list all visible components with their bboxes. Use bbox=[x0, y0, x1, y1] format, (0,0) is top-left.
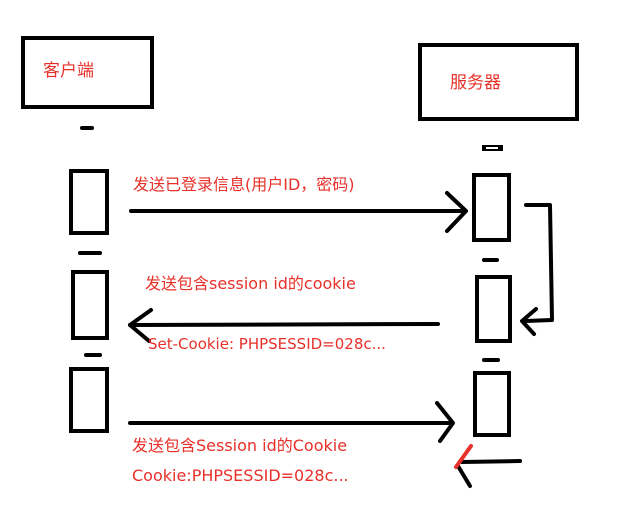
server-activation-3 bbox=[473, 371, 511, 437]
client-activation-3 bbox=[69, 367, 109, 433]
message-send-cookie-label: 发送包含Session id的Cookie bbox=[132, 436, 347, 455]
message-login-arrowhead bbox=[445, 191, 468, 233]
client-label: 客户端 bbox=[43, 61, 94, 81]
server-label: 服务器 bbox=[450, 73, 501, 93]
server-activation-1 bbox=[472, 173, 511, 242]
message-set-cookie: 发送包含session id的cookie Set-Cookie: PHPSES… bbox=[128, 274, 440, 353]
message-login: 发送已登录信息(用户ID，密码) bbox=[129, 175, 468, 233]
server-lifeline bbox=[482, 145, 503, 362]
client-lifeline bbox=[78, 126, 102, 357]
message-send-cookie-arrowhead bbox=[435, 401, 455, 443]
server-box bbox=[418, 43, 579, 121]
return-arrow bbox=[454, 444, 522, 488]
self-loop-arrowhead bbox=[520, 307, 538, 336]
server-activations bbox=[472, 173, 512, 437]
client-activation-1 bbox=[69, 169, 109, 235]
return-arrowhead-red-stroke bbox=[454, 444, 473, 469]
message-set-cookie-header: Set-Cookie: PHPSESSID=028c... bbox=[148, 335, 386, 353]
return-arrowhead-lower bbox=[456, 464, 472, 488]
client-box bbox=[21, 36, 154, 109]
self-loop-line bbox=[524, 203, 554, 323]
return-arrow-line bbox=[460, 459, 522, 464]
message-login-label: 发送已登录信息(用户ID，密码) bbox=[133, 175, 355, 194]
client-activation-2 bbox=[71, 270, 109, 340]
client-activations bbox=[69, 169, 109, 433]
server-self-loop bbox=[520, 203, 554, 336]
message-send-cookie-header: Cookie:PHPSESSID=028c... bbox=[132, 466, 349, 485]
message-set-cookie-label: 发送包含session id的cookie bbox=[145, 274, 356, 293]
server-participant: 服务器 bbox=[418, 43, 579, 121]
message-set-cookie-arrow-line bbox=[128, 322, 440, 327]
client-participant: 客户端 bbox=[21, 36, 154, 109]
server-activation-2 bbox=[475, 275, 512, 343]
server-lifeline-dash-inner bbox=[486, 147, 498, 149]
message-send-cookie: 发送包含Session id的Cookie Cookie:PHPSESSID=0… bbox=[128, 401, 455, 485]
message-set-cookie-arrowhead bbox=[128, 308, 153, 343]
